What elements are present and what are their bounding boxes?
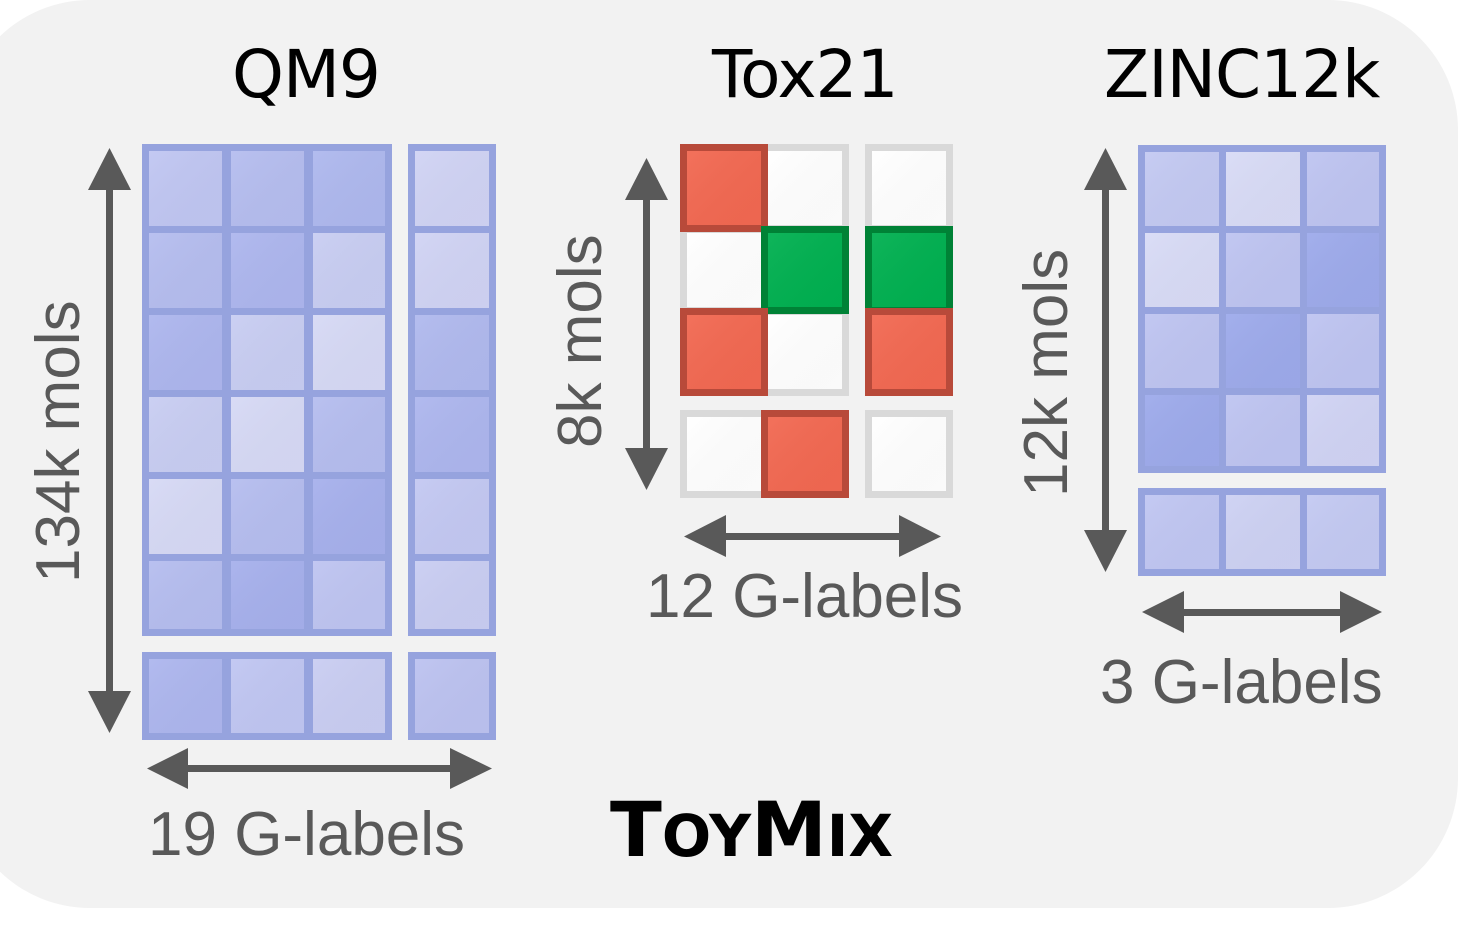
qm9-molecules-label: 134k mols bbox=[24, 300, 93, 583]
tox21-labels-arrow-icon bbox=[684, 515, 941, 557]
zinc12k-labels-count: 3 G-labels bbox=[1100, 648, 1383, 717]
tox21-molecules-label: 8k mols bbox=[546, 234, 615, 448]
zinc12k-label-matrix bbox=[1138, 145, 1386, 576]
qm9-molecules-arrow-icon bbox=[88, 148, 131, 733]
dataset-title-zinc12k: ZINC12k bbox=[1104, 36, 1380, 113]
zinc12k-molecules-arrow-icon bbox=[1084, 148, 1127, 572]
dataset-title-tox21: Tox21 bbox=[712, 36, 898, 113]
qm9-labels-count: 19 G-labels bbox=[148, 800, 466, 869]
toymix-brand-title: TOYMIX bbox=[610, 785, 894, 874]
tox21-label-matrix bbox=[680, 144, 953, 498]
qm9-label-matrix bbox=[142, 144, 496, 740]
zinc12k-molecules-label: 12k mols bbox=[1012, 248, 1081, 497]
tox21-labels-count: 12 G-labels bbox=[646, 562, 964, 631]
dataset-title-qm9: QM9 bbox=[232, 36, 381, 113]
tox21-molecules-arrow-icon bbox=[625, 158, 668, 490]
qm9-labels-arrow-icon bbox=[147, 748, 492, 789]
zinc12k-labels-arrow-icon bbox=[1142, 591, 1382, 633]
